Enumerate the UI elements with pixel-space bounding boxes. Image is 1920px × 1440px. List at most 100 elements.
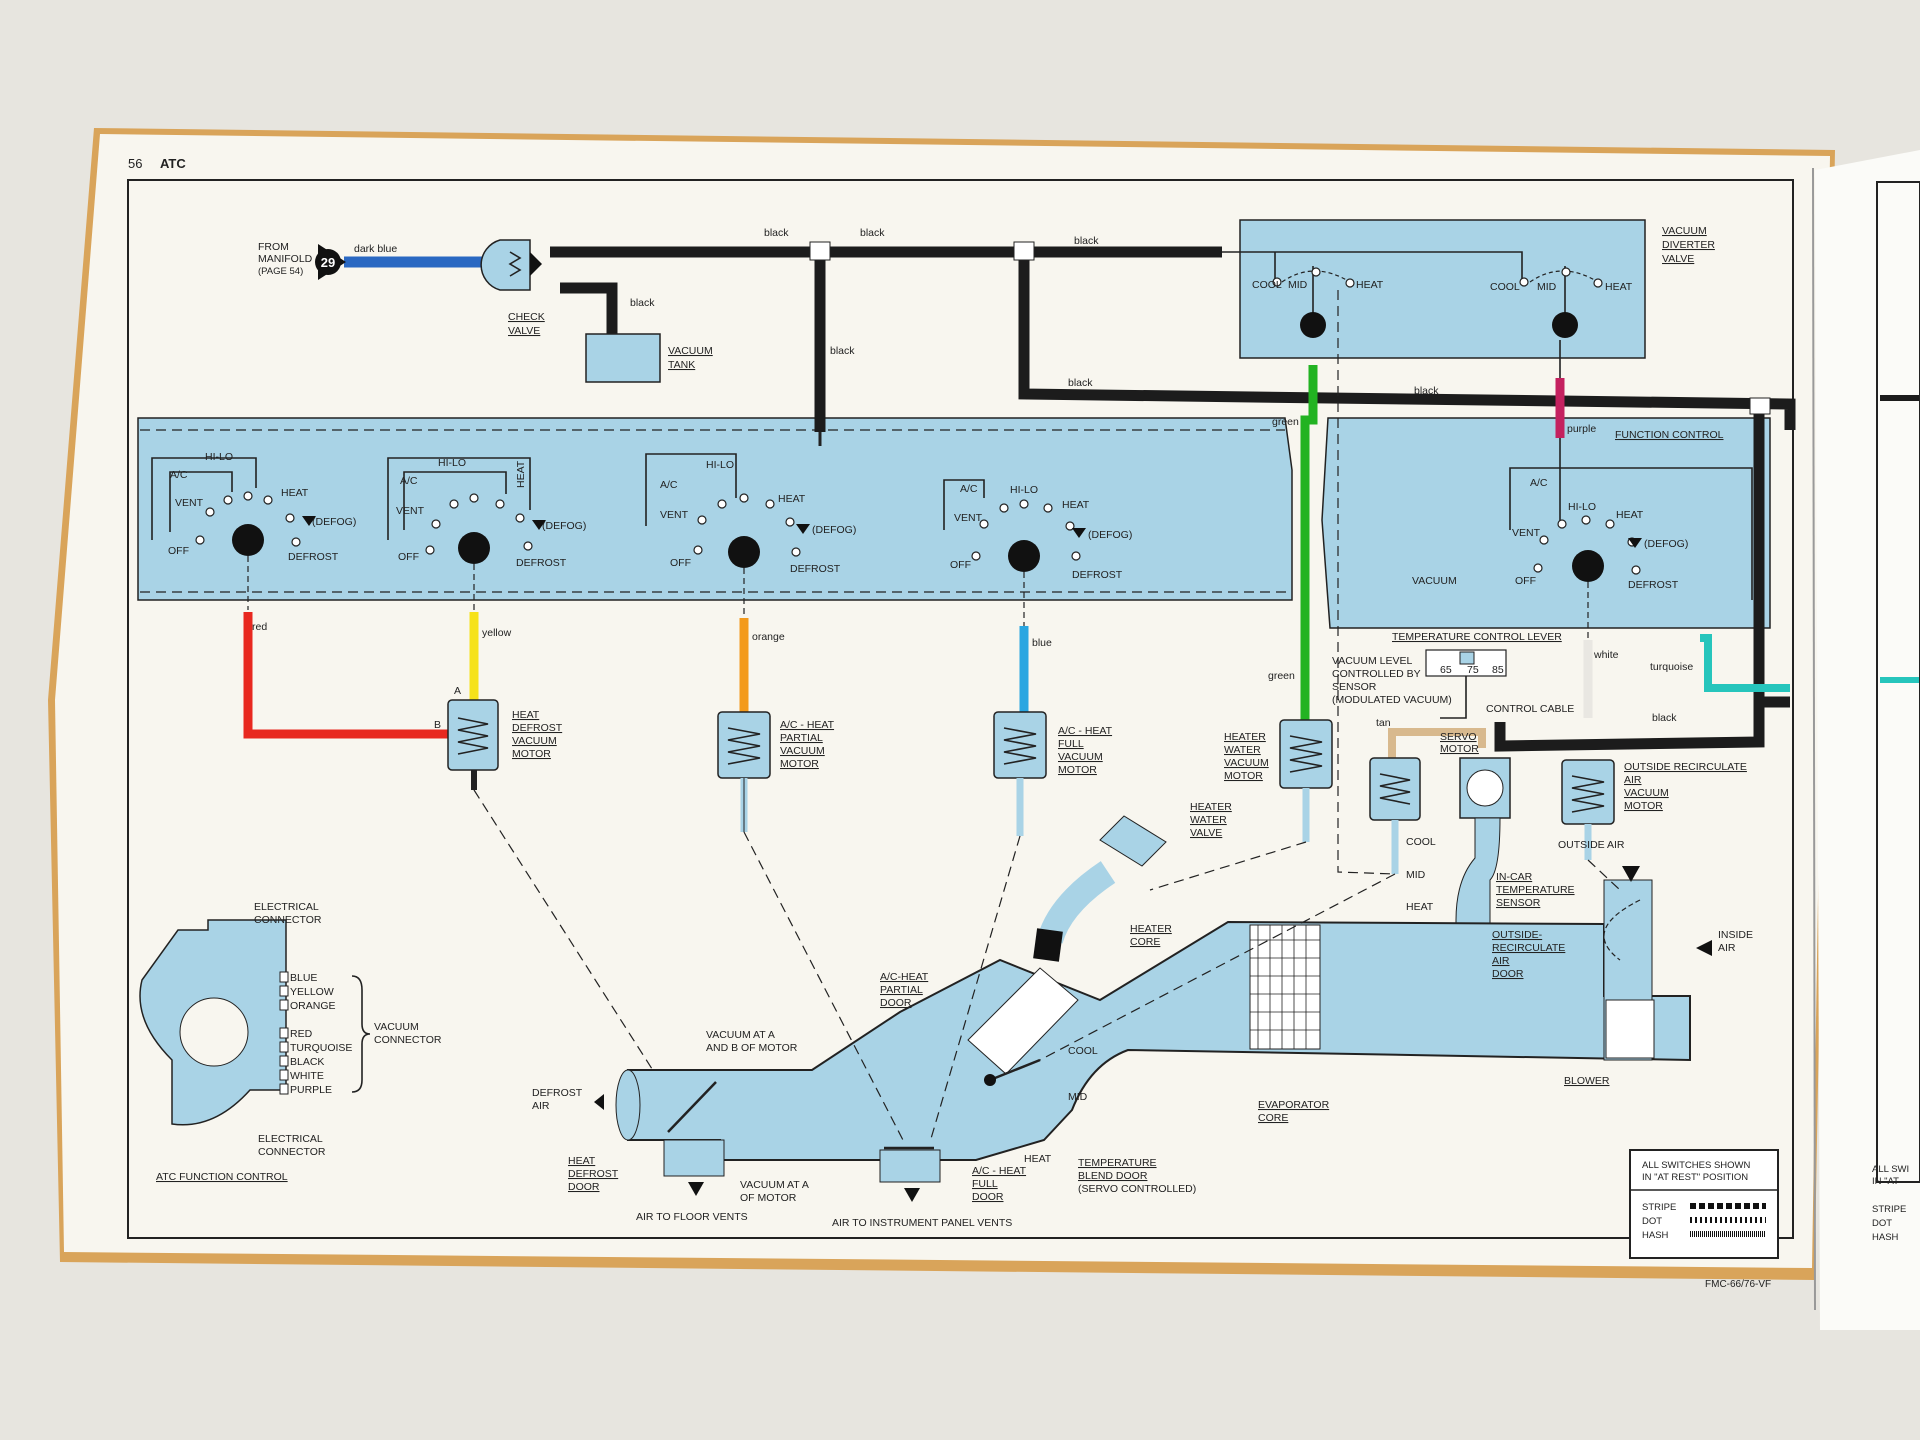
diverter-knob-1 — [1300, 312, 1326, 338]
blend-door-l3: (SERVO CONTROLLED) — [1078, 1183, 1196, 1195]
sw4-defrost: DEFROST — [1072, 569, 1123, 581]
air-floor-label: AIR TO FLOOR VENTS — [636, 1211, 748, 1223]
switch-unit-4: HI-LO A/C VENT OFF HEAT (DEFOG) DEFROST — [943, 479, 1132, 581]
blend-door-l2: BLEND DOOR — [1078, 1170, 1148, 1182]
conn-color-4: TURQUOISE — [290, 1042, 352, 1054]
defrost-outlet — [615, 1069, 641, 1141]
hd-door-l3: DOOR — [568, 1181, 600, 1193]
elec-conn-bot-l1: ELECTRICAL — [258, 1133, 323, 1145]
sw1-off: OFF — [168, 545, 189, 557]
black-hoses — [550, 246, 1796, 752]
manifold-badge: 29 — [321, 255, 335, 270]
evap-l2: CORE — [1258, 1112, 1288, 1124]
vac-a-l2: OF MOTOR — [740, 1192, 797, 1204]
label-orange: orange — [752, 631, 785, 643]
hd-motor-l3: VACUUM — [512, 735, 557, 747]
sw5-defog: (DEFOG) — [1644, 538, 1688, 550]
hose-tan — [1388, 728, 1486, 758]
hose-black-right — [1753, 404, 1790, 708]
sw4-heat: HEAT — [1062, 499, 1090, 511]
sw3-heat: HEAT — [778, 493, 806, 505]
p-motor-l4: MOTOR — [780, 758, 819, 770]
legend-note-l1: ALL SWITCHES SHOWN — [1642, 1160, 1751, 1171]
linkage-dashes — [473, 290, 1621, 1143]
hw-motor-l2: WATER — [1224, 744, 1261, 756]
atc-function-control-label: ATC FUNCTION CONTROL — [156, 1171, 288, 1183]
blend-door-l1: TEMPERATURE — [1078, 1157, 1157, 1169]
sw5-heat: HEAT — [1616, 509, 1644, 521]
sw5-hilo: HI-LO — [1568, 501, 1596, 513]
p-motor-l2: PARTIAL — [780, 732, 823, 744]
sw5-defrost: DEFROST — [1628, 579, 1679, 591]
ac-heat-partial-vacuum-motor: A/C - HEAT PARTIAL VACUUM MOTOR — [717, 711, 835, 832]
hose-black-function — [1018, 252, 1796, 430]
hw-motor-l4: MOTOR — [1224, 770, 1263, 782]
temp-lever-75: 75 — [1467, 664, 1479, 676]
diverter-port-cool-1 — [1272, 277, 1282, 287]
blend-pivot — [984, 1074, 996, 1086]
sw2-hilo: HI-LO — [438, 457, 466, 469]
switch-unit-2: HI-LO A/C VENT OFF HEAT (DEFOG) DEFROST — [387, 457, 586, 569]
control-cable-label: CONTROL CABLE — [1486, 703, 1574, 715]
sw3-vent: VENT — [660, 509, 689, 521]
label-purple: purple — [1567, 423, 1596, 435]
evaporator-core — [1249, 924, 1321, 1050]
diverter-line2: DIVERTER — [1662, 239, 1715, 251]
incar-l1: IN-CAR — [1496, 871, 1533, 883]
sw4-defog: (DEFOG) — [1088, 529, 1132, 541]
next-legend-l1: ALL SWI — [1872, 1164, 1909, 1175]
tee-1 — [809, 241, 831, 261]
defrost-air-arrow — [594, 1094, 604, 1110]
tee-fittings — [809, 241, 1771, 415]
defrost-air-l2: AIR — [532, 1100, 550, 1112]
label-tan: tan — [1376, 717, 1391, 729]
book-right-page — [1815, 150, 1920, 1330]
sw2-defog: (DEFOG) — [542, 520, 586, 532]
elec-conn-bot-l2: CONNECTOR — [258, 1146, 326, 1158]
diverter-line1: VACUUM — [1662, 225, 1707, 237]
f-motor-l1: A/C - HEAT — [1058, 725, 1113, 737]
legend-dot: DOT — [1642, 1216, 1662, 1227]
sw2-ac: A/C — [400, 475, 418, 487]
diverter-line3: VALVE — [1662, 253, 1694, 265]
servo-vacuum-spring — [1379, 773, 1411, 805]
footer-code: FMC-66/76-VF — [1705, 1279, 1771, 1290]
conn-color-5: BLACK — [290, 1056, 324, 1068]
diverter-port-mid-1 — [1311, 267, 1321, 277]
floor-outlet — [663, 1139, 725, 1177]
sw3-defog: (DEFOG) — [812, 524, 856, 536]
sw1-vent: VENT — [175, 497, 204, 509]
temp-lever-title: TEMPERATURE CONTROL LEVER — [1392, 631, 1562, 643]
hose-turquoise — [1700, 634, 1790, 692]
vac-level-l3: SENSOR — [1332, 681, 1377, 693]
or-motor-l2: AIR — [1624, 774, 1642, 786]
blower-label: BLOWER — [1564, 1075, 1610, 1087]
panel-air-arrow — [904, 1188, 920, 1202]
temp-lever-slider[interactable] — [1459, 651, 1475, 665]
tee-3 — [1749, 397, 1771, 415]
heater-water-valve — [1099, 815, 1167, 867]
sw4-hilo: HI-LO — [1010, 484, 1038, 496]
full-door-l3: DOOR — [972, 1191, 1004, 1203]
outside-air-label: OUTSIDE AIR — [1558, 839, 1625, 851]
hw-motor-l1: HEATER — [1224, 731, 1266, 743]
page-section: ATC — [160, 156, 186, 171]
switch-dashes — [247, 556, 1589, 640]
inside-air-l1: INSIDE — [1718, 929, 1753, 941]
outside-air-arrow — [1622, 866, 1640, 882]
heater-core-l1: HEATER — [1130, 923, 1172, 935]
vac-level-l2: CONTROLLED BY — [1332, 668, 1421, 680]
outside-recirc-vacuum-motor: OUTSIDE RECIRCULATE AIR VACUUM MOTOR — [1561, 759, 1747, 860]
temp-lever-85: 85 — [1492, 664, 1504, 676]
connector-pins — [279, 971, 289, 1095]
switch-unit-5: HI-LO A/C VENT OFF HEAT (DEFOG) DEFROST … — [1412, 467, 1753, 600]
label-black-2: black — [860, 227, 885, 239]
sw5-vent: VENT — [1512, 527, 1541, 539]
evap-l1: EVAPORATOR — [1258, 1099, 1330, 1111]
hwv-l1: HEATER — [1190, 801, 1232, 813]
switch-unit-3: HI-LO A/C VENT OFF HEAT (DEFOG) DEFROST — [645, 453, 856, 575]
in-car-sensor-grille — [1466, 769, 1504, 807]
heat-defrost-door — [667, 1081, 717, 1133]
hd-door-l2: DEFROST — [568, 1168, 619, 1180]
vac-a-l1: VACUUM AT A — [740, 1179, 809, 1191]
